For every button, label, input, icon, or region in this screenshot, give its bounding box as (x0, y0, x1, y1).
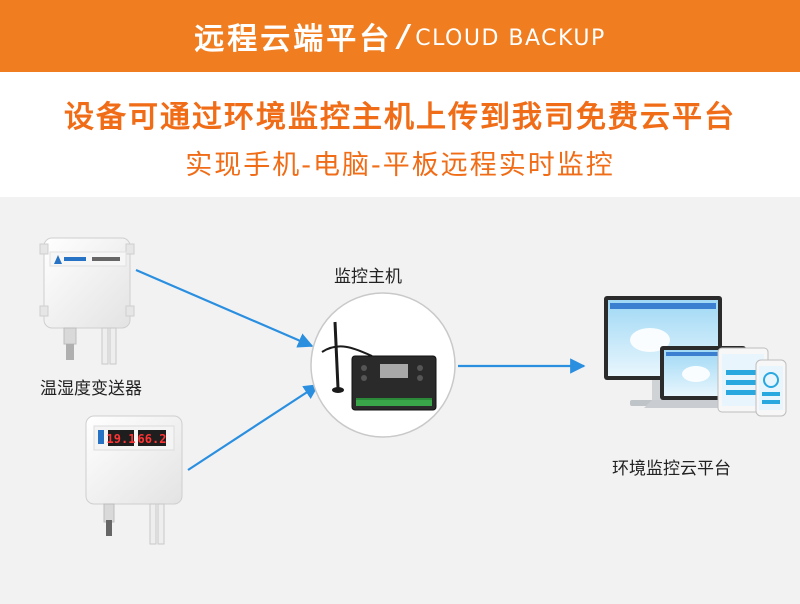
title-banner (0, 0, 800, 72)
banner-title-cn: 远程云端平台 (194, 22, 393, 57)
arrow-sensor-top-to-hub (135, 268, 314, 348)
sensor-label: 温湿度变送器 (40, 379, 142, 399)
hub-label: 监控主机 (334, 267, 402, 287)
subline: 实现手机-电脑-平板远程实时监控 (185, 150, 615, 181)
banner-title-en: CLOUD BACKUP (415, 25, 606, 51)
display-left-value: 19.1 (107, 432, 136, 446)
sensor-top-device (39, 237, 135, 365)
banner-slash: / (398, 18, 410, 54)
hub-device (310, 292, 456, 438)
display-right-value: 66.2 (138, 432, 167, 446)
sensor-bottom-device: 19.1 66.2 (85, 415, 183, 545)
cloud-devices (604, 296, 787, 417)
arrow-sensor-bottom-to-hub (187, 384, 320, 471)
cloud-platform-label: 环境监控云平台 (612, 459, 731, 479)
headline: 设备可通过环境监控主机上传到我司免费云平台 (64, 100, 736, 135)
banner-title: 远程云端平台 / CLOUD BACKUP (0, 0, 800, 72)
